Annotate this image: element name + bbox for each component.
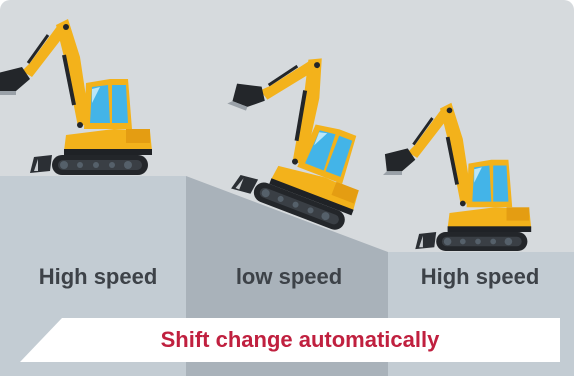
- label-right: High speed: [420, 264, 540, 289]
- label-middle: low speed: [235, 264, 343, 289]
- banner-background: [20, 318, 560, 362]
- label-left: High speed: [38, 264, 158, 289]
- banner-text: Shift change automatically: [160, 327, 440, 352]
